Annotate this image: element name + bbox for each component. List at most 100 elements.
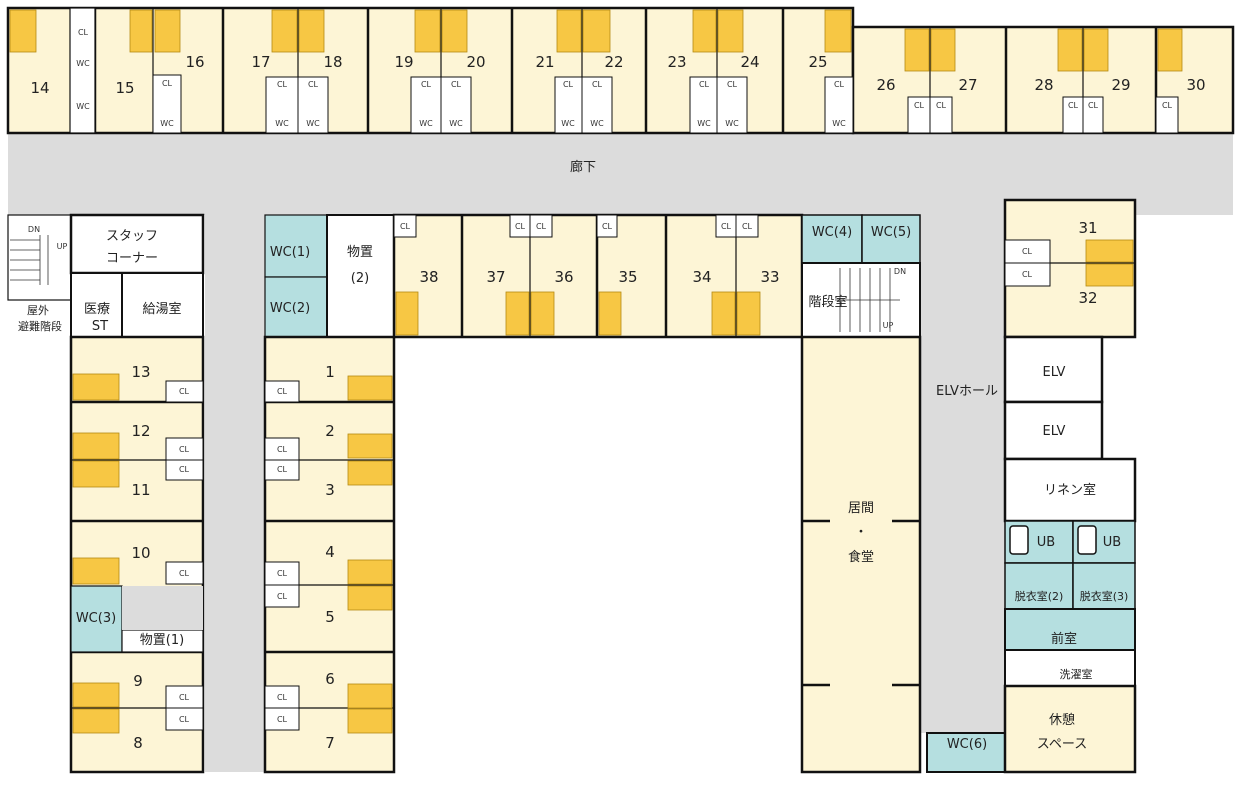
storage2-label-1: 物置 [347,245,373,260]
room-20-label: 20 [466,53,485,71]
wc-label-19: WC [419,119,433,128]
cl-label-31: CL [1022,247,1033,256]
cl-label-29: CL [1088,101,1099,110]
room-10-label: 10 [131,544,150,562]
kitchenette [121,272,204,338]
cl-label-2: CL [277,445,288,454]
wc-label-16: WC [160,119,174,128]
wc-label-23: WC [697,119,711,128]
cl-label-26: CL [914,101,925,110]
wc2-label: WC(2) [270,301,310,316]
ub1-label: UB [1037,535,1055,550]
wc6-label: WC(6) [947,737,987,752]
room-7-label: 7 [325,734,335,752]
cl-label-14-15: CL [78,28,89,37]
room-30-label: 30 [1186,76,1205,94]
room-13-label: 13 [131,363,150,381]
laundry-label: 洗濯室 [1060,667,1093,681]
cl-label-24: CL [727,80,738,89]
stair-room-label: 階段室 [808,294,847,310]
up-label-east: UP [883,321,894,330]
room-15-label: 15 [115,79,134,97]
dn-label-west: DN [28,225,40,234]
rest-label-2: スペース [1037,737,1087,752]
room-28-label: 28 [1034,76,1053,94]
corridor-label: 廊下 [570,159,596,175]
room-19-label: 19 [394,53,413,71]
laundry-room [1004,649,1136,687]
elv1-label: ELV [1043,365,1066,380]
medical-station [70,272,123,338]
wc4-room [801,214,863,264]
kitchen-label: 給湯室 [142,301,181,317]
room-31-label: 31 [1078,219,1097,237]
cl-label-20: CL [451,80,462,89]
cl-label-22: CL [592,80,603,89]
wc-label-24: WC [725,119,739,128]
medical-label-1: 医療 [84,302,110,317]
room-14-label: 14 [30,79,49,97]
wc5-room [861,214,921,264]
room-6-label: 6 [325,670,335,688]
cl-label-34: CL [721,222,732,231]
room-25-label: 25 [808,53,827,71]
room-4-label: 4 [325,543,335,561]
outdoor-stairs-label-2: 避難階段 [18,319,62,333]
cl-label-16: CL [162,79,173,88]
cl-label-27: CL [936,101,947,110]
elv-2 [1003,400,1104,461]
room-2-label: 2 [325,422,335,440]
cl-label-13: CL [179,387,190,396]
room-34-label: 34 [692,268,711,286]
wc-label-22: WC [590,119,604,128]
medical-label-2: ST [92,319,108,334]
dressing2-label: 脱衣室(2) [1015,589,1064,603]
wc3-room [70,585,123,653]
rest-label-1: 休憩 [1049,712,1075,728]
room-16-label: 16 [185,53,204,71]
room-11-label: 11 [131,481,150,499]
cl-label-7: CL [277,715,288,724]
wc1-room [264,214,328,278]
cl-label-18: CL [308,80,319,89]
cl-label-30: CL [1162,101,1173,110]
room-22-label: 22 [604,53,623,71]
dn-label-east: DN [894,267,906,276]
corridor-left [205,215,265,772]
cl-label-32: CL [1022,270,1033,279]
room-27-label: 27 [958,76,977,94]
cl-label-10: CL [179,569,190,578]
room-18-label: 18 [323,53,342,71]
cl-label-12: CL [179,445,190,454]
elv2-label: ELV [1043,424,1066,439]
cl-label-4: CL [277,569,288,578]
wc-label-14-15-a: WC [76,59,90,68]
dining-label-2: ・ [854,525,867,540]
staff-corner-label-2: コーナー [106,251,158,266]
cl-label-25: CL [834,80,845,89]
wc-label-17: WC [275,119,289,128]
corridor-west-gap [122,586,203,630]
anteroom [1004,608,1136,651]
anteroom-label: 前室 [1051,631,1077,647]
wc-label-20: WC [449,119,463,128]
linen-label: リネン室 [1044,482,1096,498]
cl-label-36: CL [536,222,547,231]
cl-label-9: CL [179,693,190,702]
room-26-label: 26 [876,76,895,94]
cl-label-28: CL [1068,101,1079,110]
cl-label-37: CL [515,222,526,231]
room-35-label: 35 [618,268,637,286]
up-label-west: UP [57,242,68,251]
room-17-label: 17 [251,53,270,71]
linen-room [1003,457,1137,523]
dressing-2 [1004,562,1074,610]
cl-label-3: CL [277,465,288,474]
ub2-label: UB [1103,535,1121,550]
room-33-label: 33 [760,268,779,286]
dining-label-3: 食堂 [848,549,874,565]
storage1-label: 物置(1) [140,633,184,648]
outdoor-stairs [7,214,72,301]
room-5-label: 5 [325,608,335,626]
